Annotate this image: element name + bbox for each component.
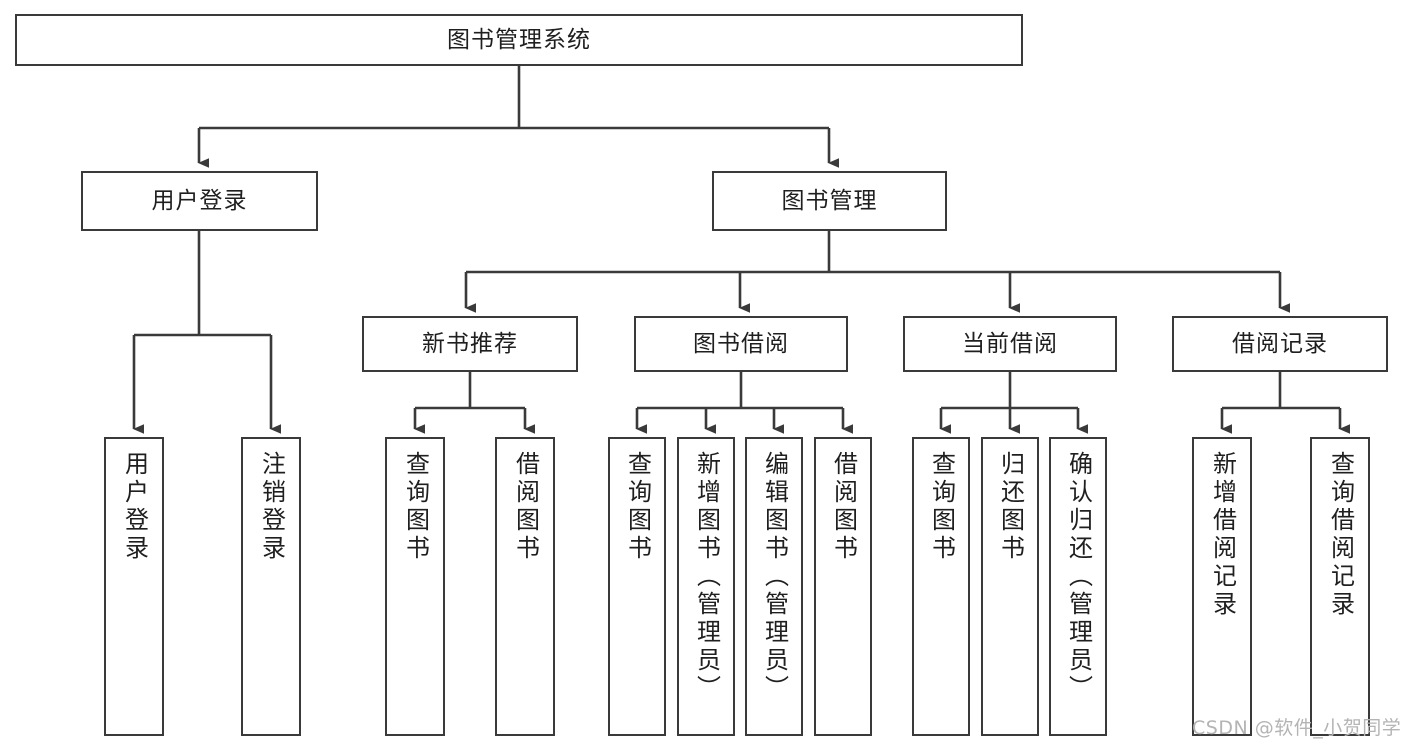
node-label: 查询图书 — [623, 451, 652, 563]
node-root-system[interactable]: 图书管理系统 — [15, 14, 1023, 66]
leaf-confirm-return-admin[interactable]: 确认归还（管理员） — [1049, 437, 1107, 736]
node-label: 编辑图书（管理员） — [760, 451, 789, 703]
node-current-borrow[interactable]: 当前借阅 — [903, 316, 1117, 372]
node-label: 借阅记录 — [1232, 330, 1328, 357]
leaf-edit-book-admin[interactable]: 编辑图书（管理员） — [745, 437, 803, 736]
node-new-book-recommend[interactable]: 新书推荐 — [362, 316, 578, 372]
node-label: 图书管理 — [781, 187, 878, 214]
node-label: 当前借阅 — [962, 330, 1058, 357]
leaf-query-book-borrow[interactable]: 查询图书 — [608, 437, 666, 736]
node-label: 新增图书（管理员） — [692, 451, 721, 703]
leaf-query-book-recommend[interactable]: 查询图书 — [385, 437, 445, 736]
node-label: 确认归还（管理员） — [1064, 451, 1093, 703]
node-label: 借阅图书 — [829, 451, 858, 563]
node-label: 注销登录 — [257, 451, 286, 563]
node-user-login[interactable]: 用户登录 — [81, 171, 318, 231]
leaf-query-book-current[interactable]: 查询图书 — [912, 437, 970, 736]
leaf-borrow-book[interactable]: 借阅图书 — [814, 437, 872, 736]
leaf-return-book[interactable]: 归还图书 — [981, 437, 1039, 736]
node-label: 查询借阅记录 — [1326, 451, 1355, 619]
leaf-logout[interactable]: 注销登录 — [241, 437, 301, 736]
node-label: 图书管理系统 — [447, 26, 591, 53]
node-book-management[interactable]: 图书管理 — [712, 171, 947, 231]
leaf-borrow-book-recommend[interactable]: 借阅图书 — [495, 437, 555, 736]
watermark: CSDN @软件_小贺同学 — [1192, 717, 1402, 739]
leaf-add-borrow-record[interactable]: 新增借阅记录 — [1192, 437, 1252, 736]
node-label: 新增借阅记录 — [1208, 451, 1237, 619]
leaf-user-login[interactable]: 用户登录 — [104, 437, 164, 736]
node-label: 用户登录 — [120, 451, 149, 563]
node-label: 图书借阅 — [693, 330, 789, 357]
node-label: 借阅图书 — [511, 451, 540, 563]
node-label: 用户登录 — [151, 187, 248, 214]
leaf-query-borrow-record[interactable]: 查询借阅记录 — [1310, 437, 1370, 736]
node-label: 新书推荐 — [422, 330, 518, 357]
node-label: 查询图书 — [401, 451, 430, 563]
leaf-add-book-admin[interactable]: 新增图书（管理员） — [677, 437, 735, 736]
node-label: 归还图书 — [996, 451, 1025, 563]
node-book-borrow[interactable]: 图书借阅 — [634, 316, 848, 372]
node-label: 查询图书 — [927, 451, 956, 563]
node-borrow-record[interactable]: 借阅记录 — [1172, 316, 1388, 372]
